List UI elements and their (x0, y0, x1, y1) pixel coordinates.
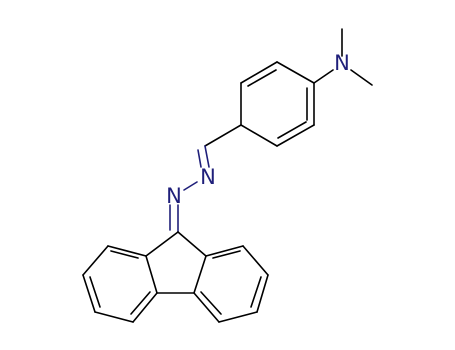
atom-label-imine-n: N (200, 165, 216, 189)
bond-n-n (183, 181, 198, 191)
right-ring-bond-4 (218, 311, 258, 323)
benzene-ring (240, 61, 315, 147)
bond-methyl-2 (350, 69, 373, 86)
left-ring-bond-5 (132, 292, 158, 323)
bond-ch-n-2 (197, 149, 202, 168)
left-benzo-ring (82, 245, 158, 323)
left-ring-bond-1 (107, 245, 147, 257)
ring-bond-2 (240, 61, 278, 84)
atom-label-hydrazone-n: N (166, 184, 182, 208)
five-ring-bond-4 (193, 255, 207, 294)
left-ring-bond-3 (82, 274, 96, 313)
right-ring-double-3 (200, 291, 222, 315)
five-ring-bond-3 (145, 255, 158, 294)
five-ring-bond-1 (145, 231, 179, 257)
ring-bond-5 (276, 124, 315, 147)
hydrazone-bond (169, 204, 179, 233)
right-ring-double-1 (212, 250, 241, 259)
right-ring-bond-3 (256, 274, 269, 313)
bond-ring-ch (204, 124, 242, 147)
left-ring-double-2 (89, 276, 101, 308)
ring-double-1 (247, 69, 277, 87)
right-ring-bond-5 (193, 292, 220, 323)
bond-amine-ring (313, 69, 334, 84)
dimethylamino-group (313, 28, 373, 86)
left-ring-double-1 (110, 250, 139, 259)
left-ring-bond-2 (82, 245, 109, 276)
bond-ch-n-1 (204, 145, 210, 168)
right-ring-double-2 (250, 276, 262, 308)
right-ring-bond-1 (205, 245, 244, 257)
imine-linkage (183, 124, 242, 191)
atom-label-amine-n: N (334, 51, 350, 75)
ring-bond-4 (240, 124, 278, 147)
five-ring-bond-2 (177, 231, 207, 257)
ring-bond-1 (276, 61, 315, 84)
right-benzo-ring (193, 245, 269, 323)
ring-double-2 (277, 121, 307, 139)
left-ring-bond-4 (94, 311, 134, 323)
right-ring-bond-2 (242, 245, 269, 276)
cyclopentadiene-ring (145, 231, 207, 294)
left-ring-double-3 (130, 291, 151, 315)
